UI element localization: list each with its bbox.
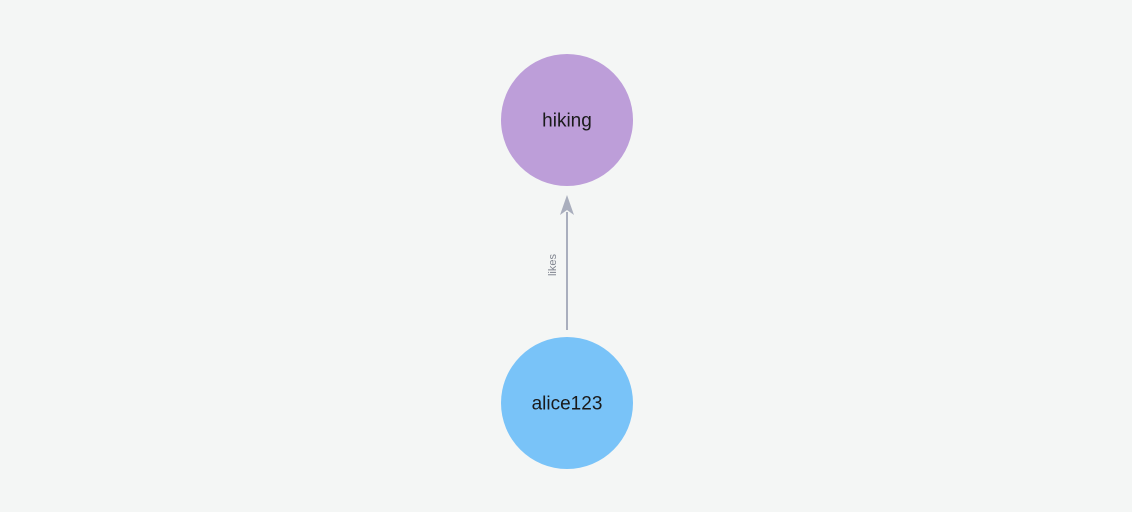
- graph-node-alice123[interactable]: alice123: [501, 337, 633, 469]
- graph-node-hiking[interactable]: hiking: [501, 54, 633, 186]
- edge-label: likes: [547, 254, 559, 277]
- node-label-alice123: alice123: [532, 394, 603, 415]
- node-circle-hiking[interactable]: [501, 54, 633, 186]
- node-label-hiking: hiking: [542, 111, 592, 132]
- graph-edge-alice123-likes-hiking[interactable]: likes: [547, 195, 574, 330]
- node-circle-alice123[interactable]: [501, 337, 633, 469]
- arrowhead-icon: [560, 195, 574, 215]
